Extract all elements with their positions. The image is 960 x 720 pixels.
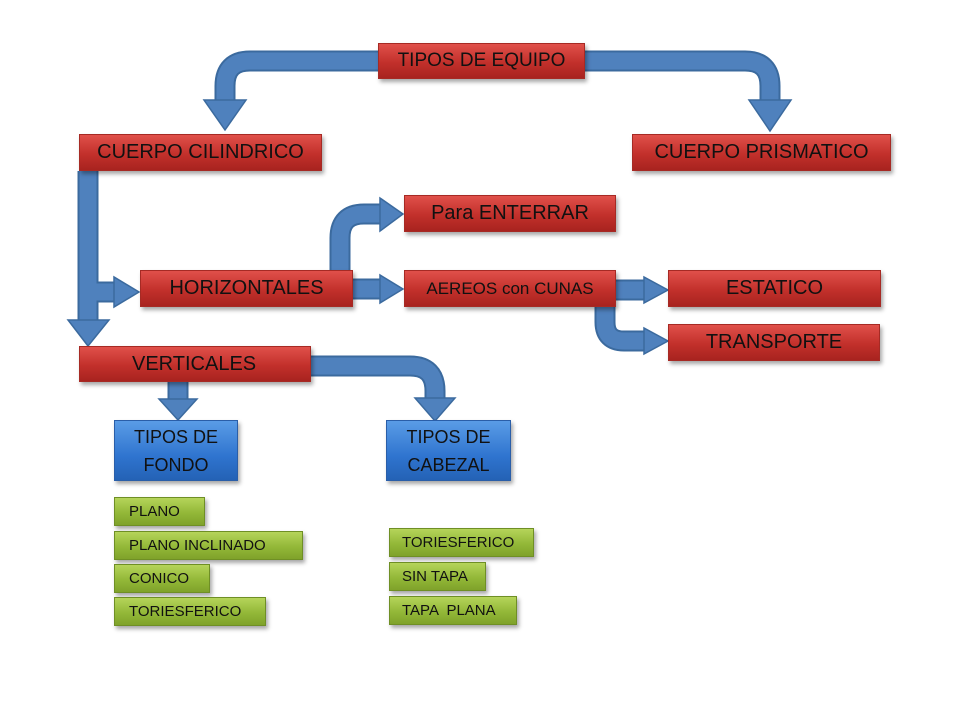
- arrowhead: [379, 273, 405, 305]
- cabezal-sin-tapa: SIN TAPA: [389, 562, 486, 591]
- node-verticales: VERTICALES: [79, 346, 311, 382]
- arrowhead: [113, 275, 141, 309]
- node-cuerpo-prismatico: CUERPO PRISMATICO: [632, 134, 891, 171]
- node-tipos-de-fondo: TIPOS DE FONDO: [114, 420, 238, 481]
- arrowhead: [643, 326, 670, 356]
- node-horizontales: HORIZONTALES: [140, 270, 353, 307]
- node-cuerpo-cilindrico: CUERPO CILINDRICO: [79, 134, 322, 171]
- arrowhead: [643, 275, 670, 305]
- arrowhead: [747, 99, 793, 133]
- node-tipos-de-equipo: TIPOS DE EQUIPO: [378, 43, 585, 79]
- fondo-plano: PLANO: [114, 497, 205, 526]
- cabezal-toriesferico: TORIESFERICO: [389, 528, 534, 557]
- arrowhead: [157, 398, 199, 422]
- fondo-plano-inclinado: PLANO INCLINADO: [114, 531, 303, 560]
- cabezal-tapa-plana: TAPA PLANA: [389, 596, 517, 625]
- node-transporte: TRANSPORTE: [668, 324, 880, 361]
- node-estatico: ESTATICO: [668, 270, 881, 307]
- node-aereos-con-cunas: AEREOS con CUNAS: [404, 270, 616, 307]
- node-para-enterrar: Para ENTERRAR: [404, 195, 616, 232]
- arrowhead: [202, 99, 248, 132]
- arrowhead: [413, 397, 457, 423]
- fondo-toriesferico: TORIESFERICO: [114, 597, 266, 626]
- arrowhead: [379, 196, 405, 233]
- node-tipos-de-cabezal: TIPOS DE CABEZAL: [386, 420, 511, 481]
- fondo-conico: CONICO: [114, 564, 210, 593]
- arrowhead: [66, 319, 111, 348]
